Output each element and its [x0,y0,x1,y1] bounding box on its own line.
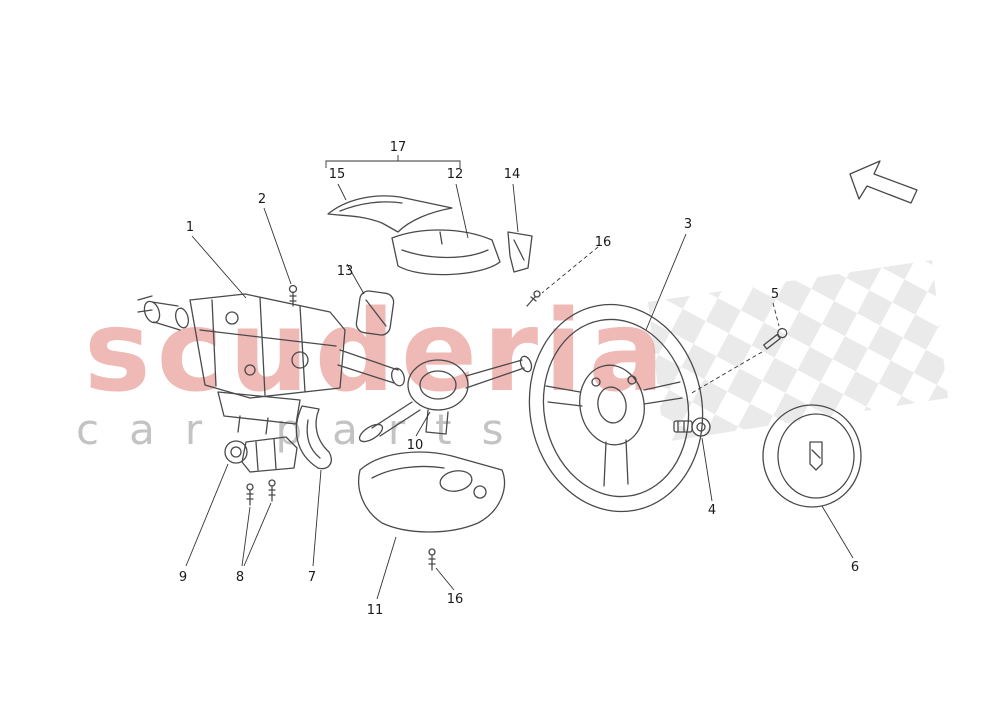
cover-13 [355,290,395,336]
watermark-brand-text: scuderia [84,287,670,417]
steering-wheel [528,303,704,513]
airbag-module [762,404,862,508]
checkered-flag-watermark [648,260,948,442]
part-labels: 1 2 3 4 5 6 7 8 9 10 11 12 13 14 15 16 1… [179,140,859,618]
upper-shroud-12 [391,229,501,276]
part-label-6: 6 [851,560,859,575]
part-label-16-lower: 16 [447,592,464,607]
screws-8 [246,479,276,506]
screw-5 [763,327,788,350]
part-label-16-upper: 16 [595,235,612,250]
part-label-8: 8 [236,570,244,585]
part-label-10: 10 [407,438,424,453]
ignition-lock-assembly [224,436,298,473]
screw-2 [288,284,298,307]
part-label-7: 7 [308,570,316,585]
part-label-1: 1 [186,220,194,235]
combination-switch [358,355,533,443]
trim-strip-15 [327,195,453,233]
part-label-2: 2 [258,192,266,207]
screw-16-lower [428,548,436,571]
part-label-4: 4 [708,503,716,518]
lower-shroud-11 [358,451,506,533]
part-label-3: 3 [684,217,692,232]
part-label-13: 13 [337,264,354,279]
bracket-7 [295,405,332,470]
part-label-5: 5 [771,287,779,302]
part-label-17: 17 [390,140,407,155]
steering-column-assembly [137,293,405,435]
part-label-11: 11 [367,603,384,618]
part-label-9: 9 [179,570,187,585]
leader-lines [185,155,854,600]
watermark-tagline-text: car parts [76,405,533,454]
part-label-14: 14 [504,167,521,182]
watermark-layer: scuderia car parts [76,260,948,454]
part-label-12: 12 [447,167,464,182]
bracket-14 [507,231,533,273]
hub-bolt-4 [673,417,711,437]
direction-arrow-icon [849,160,918,204]
part-label-15: 15 [329,167,346,182]
screw-16-upper [526,290,541,307]
